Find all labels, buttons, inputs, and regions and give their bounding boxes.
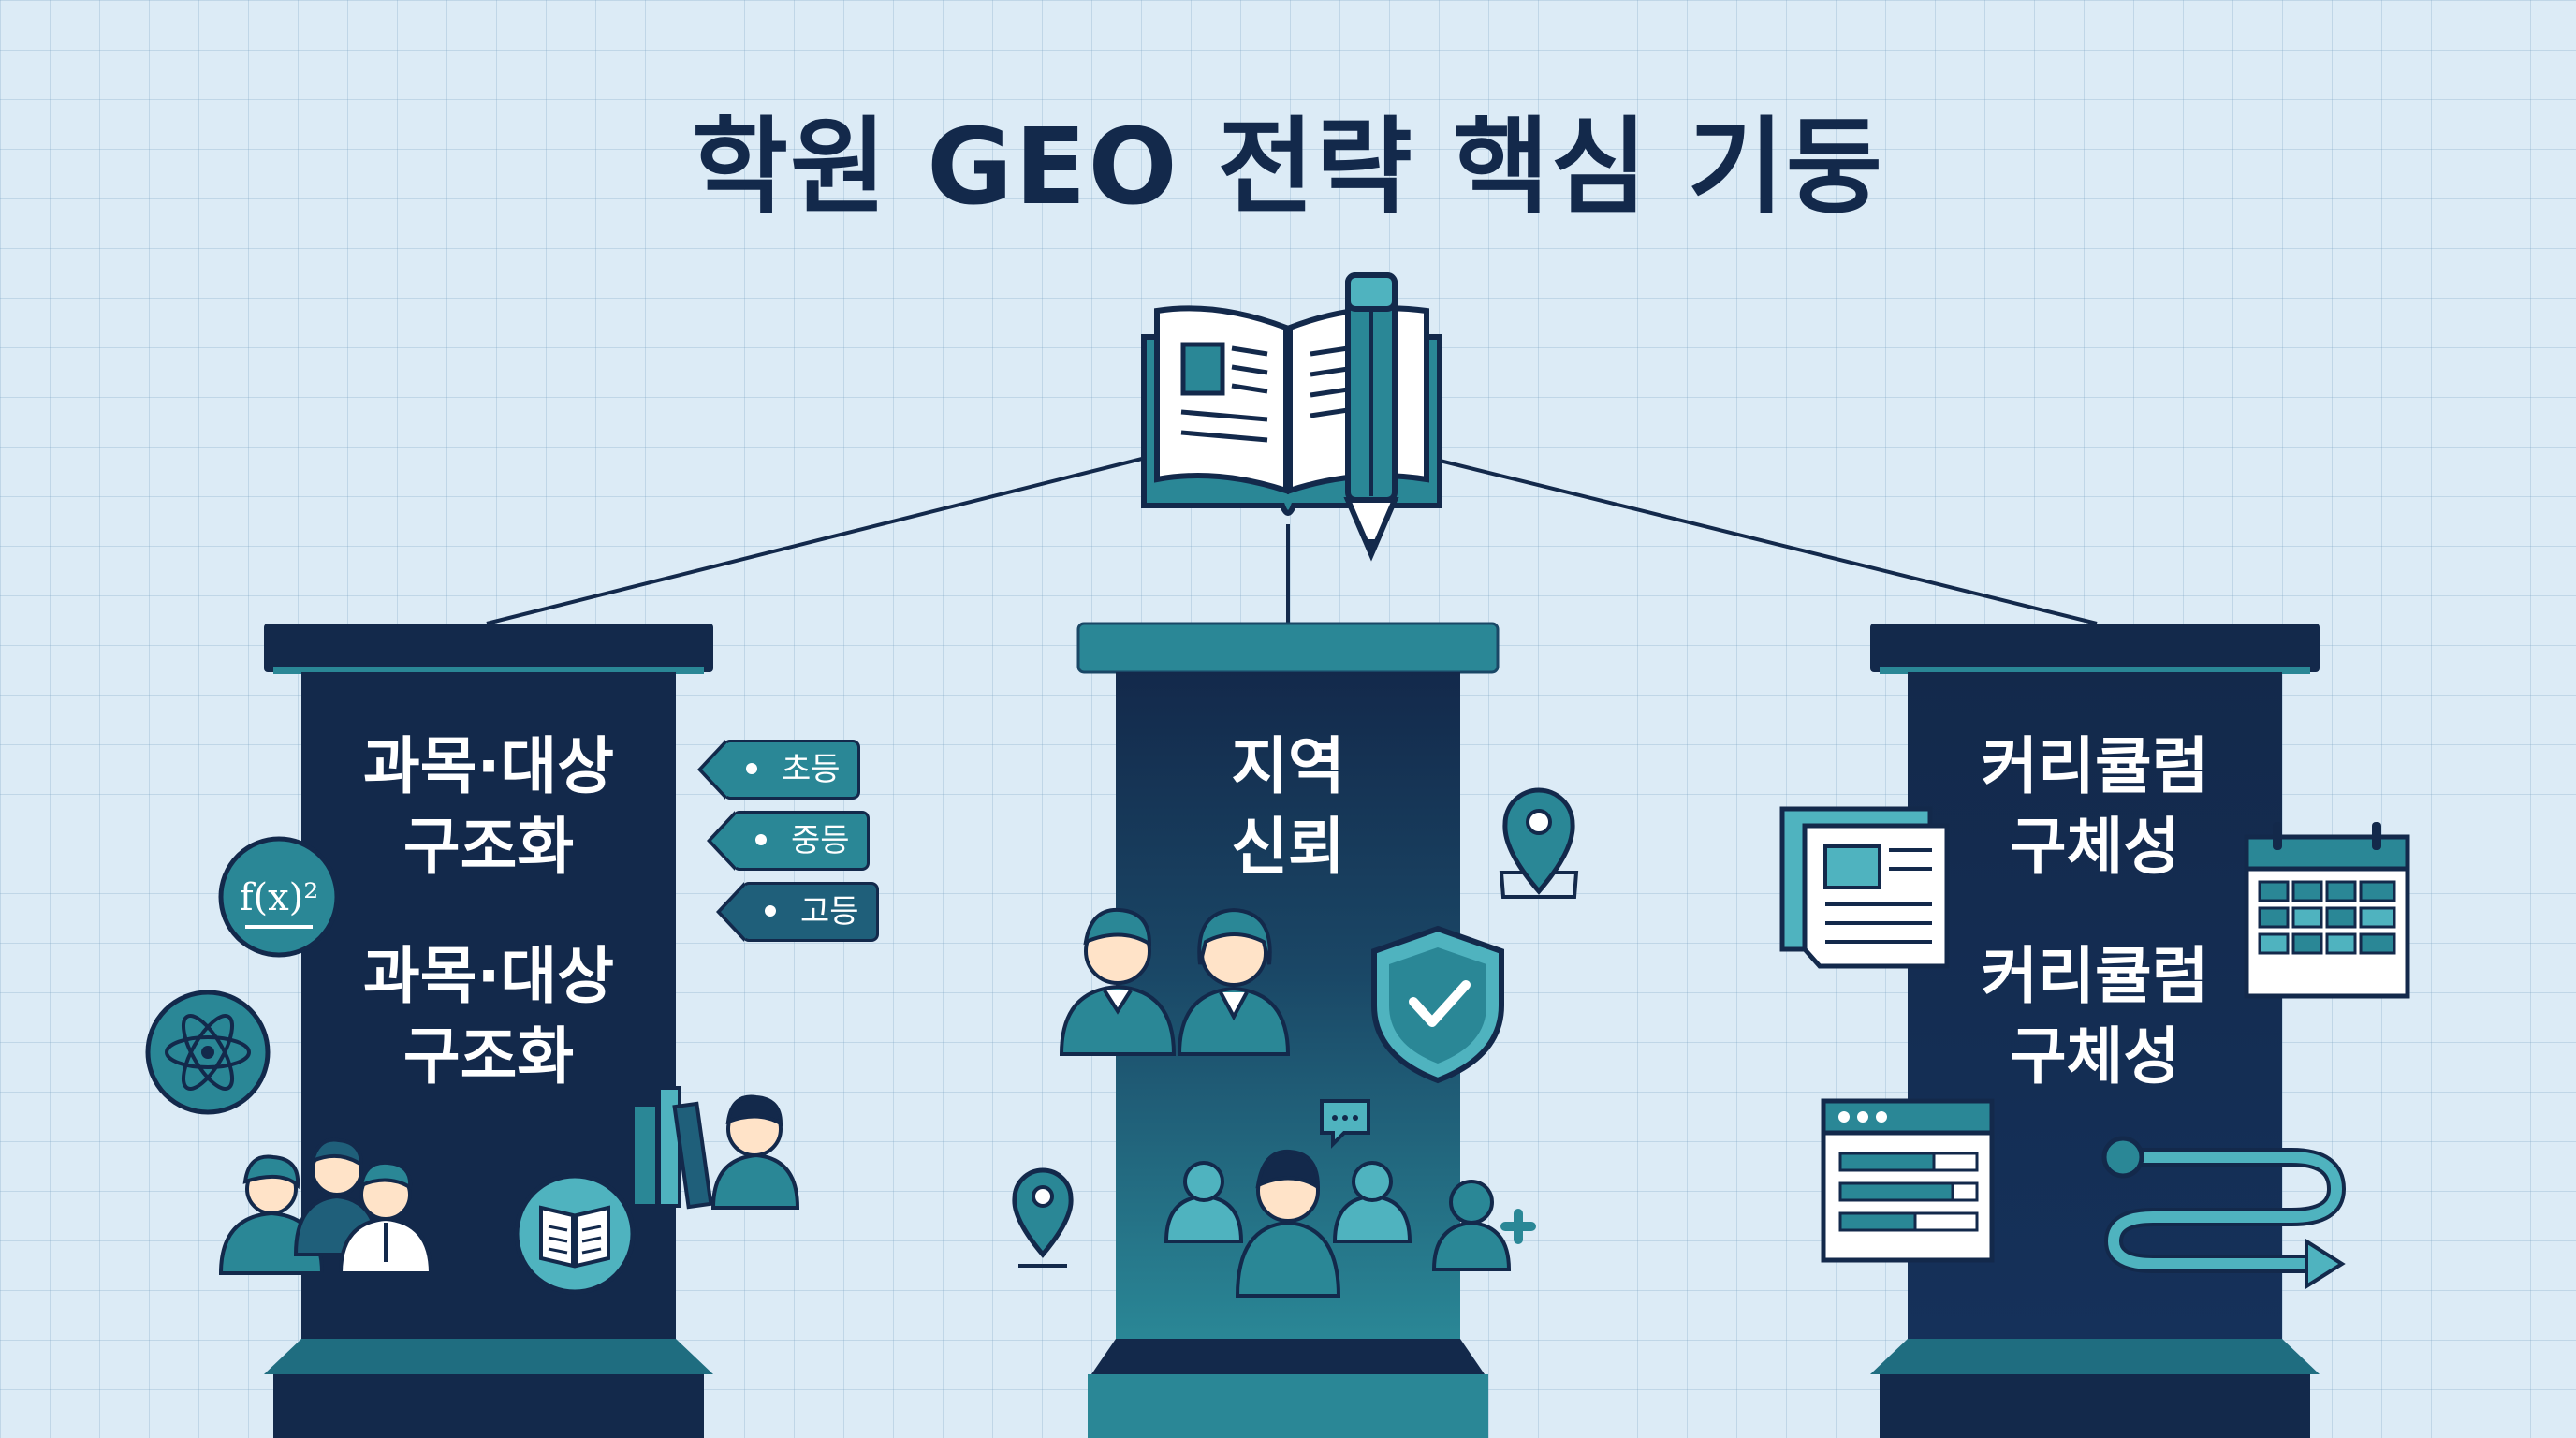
- shield-check-icon: [1371, 925, 1504, 1084]
- book-pencil-icon: [1141, 272, 1442, 562]
- roadmap-path-icon: [2101, 1136, 2347, 1290]
- formula-icon: f(x)²: [218, 836, 340, 958]
- tag-high: 고등: [716, 882, 879, 942]
- connector-right: [1431, 457, 2098, 625]
- browser-window-icon: [1821, 1098, 1995, 1263]
- pillar-left-label-top: 과목·대상 구조화: [363, 730, 614, 883]
- page-title: 학원 GEO 전략 핵심 기둥: [692, 107, 1884, 228]
- tag-hole-icon: [746, 763, 757, 774]
- book-stack-icon: [631, 1086, 713, 1210]
- connector-left: [486, 457, 1143, 625]
- tag-hole-icon: [765, 905, 776, 917]
- students-group-icon: [218, 1137, 433, 1275]
- pillar-right-label-top: 커리큘럼 구체성: [1981, 730, 2209, 883]
- tag-middle-label: 중등: [791, 822, 850, 859]
- connector-lines: [486, 457, 2098, 625]
- location-pin-icon: [1499, 787, 1579, 899]
- atom-icon: [145, 990, 271, 1115]
- open-book-circle-icon: [514, 1173, 636, 1295]
- formula-icon-text: f(x)²: [240, 876, 319, 919]
- calendar-icon: [2244, 822, 2410, 999]
- add-user-icon: [1431, 1180, 1536, 1271]
- document-icon: [1779, 806, 1950, 969]
- tag-hole-icon: [755, 834, 767, 845]
- chat-bubble-icon: [1320, 1099, 1370, 1149]
- teacher-icon: [710, 1094, 800, 1210]
- staff-pair-icon: [1059, 907, 1291, 1056]
- tag-elementary-label: 초등: [782, 751, 841, 788]
- pillar-right-label-bottom: 커리큘럼 구체성: [1981, 940, 2209, 1093]
- pillar-left-label-bottom: 과목·대상 구조화: [363, 940, 614, 1093]
- tag-elementary: 초등: [697, 740, 860, 800]
- tag-high-label: 고등: [800, 893, 859, 931]
- community-group-icon: [1164, 1149, 1412, 1298]
- pillar-center-label: 지역 신뢰: [1231, 730, 1345, 883]
- location-pin-small-icon: [1012, 1167, 1074, 1268]
- tag-middle: 중등: [707, 811, 870, 871]
